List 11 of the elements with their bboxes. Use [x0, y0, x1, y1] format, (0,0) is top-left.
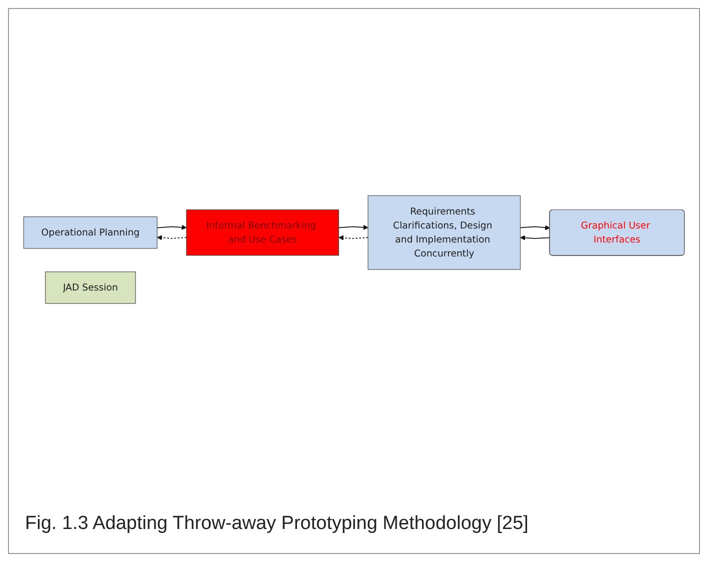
node-box: Operational Planning [23, 216, 158, 250]
arrow [156, 236, 187, 241]
node-box: JAD Session [45, 272, 136, 304]
arrow [520, 236, 550, 241]
arrow [338, 225, 368, 230]
node-box: Informal Benchmarking and Use Cases [186, 210, 340, 256]
node-box: Requirements Clarifications, Design and Implementation Concurrently [368, 196, 521, 270]
figure-caption: Fig. 1.3 Adapting Throw-away Prototyping Methodology [25] [25, 513, 528, 535]
arrow [156, 225, 187, 230]
arrow [520, 226, 550, 231]
arrow [338, 236, 368, 241]
